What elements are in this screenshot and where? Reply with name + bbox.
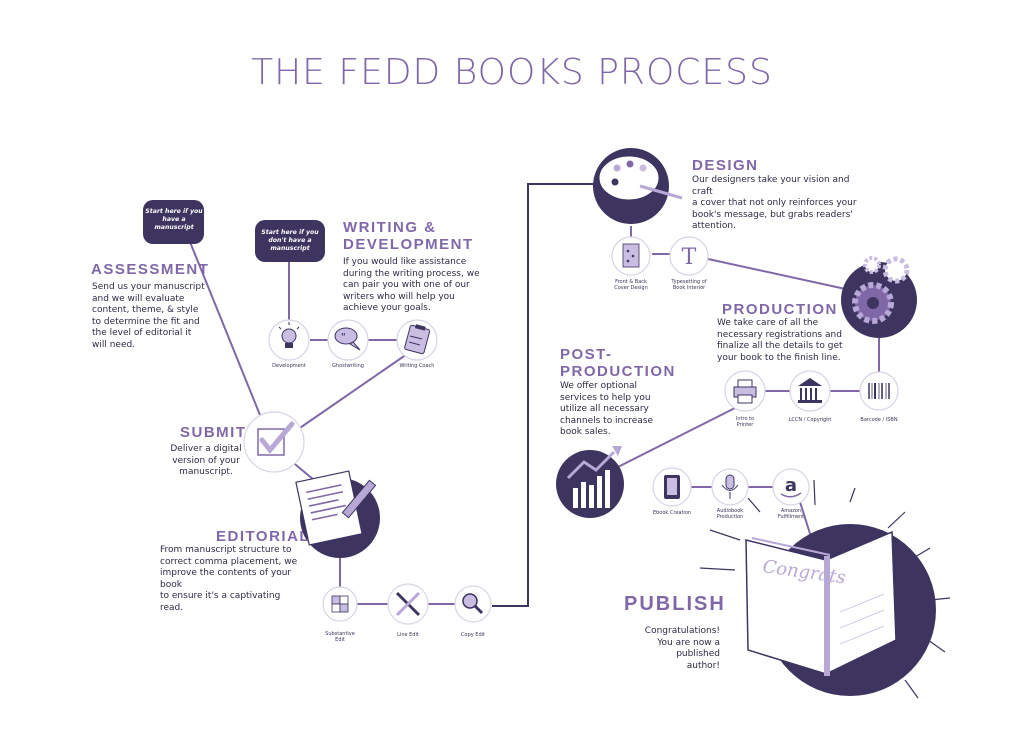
growth-chart-icon bbox=[556, 446, 624, 518]
barcode-icon bbox=[859, 371, 899, 411]
start-note-without-manuscript bbox=[255, 220, 325, 262]
tools-icon bbox=[387, 583, 429, 625]
magnifier-icon bbox=[454, 585, 492, 623]
checkmark-icon bbox=[243, 411, 305, 473]
manuscript-pen-icon bbox=[295, 470, 380, 558]
editorial-heading: EDITORIAL bbox=[216, 528, 311, 545]
step-ebook-label: Ebook Creation bbox=[652, 510, 692, 516]
production-heading: PRODUCTION bbox=[722, 301, 838, 318]
step-writing-coach-label: Writing Coach bbox=[399, 363, 435, 369]
step-ghostwriting-label: Ghostwriting bbox=[332, 363, 364, 369]
start-note-with-manuscript bbox=[143, 200, 204, 244]
svg-text:a: a bbox=[785, 475, 797, 496]
amazon-icon: a bbox=[772, 468, 810, 506]
page-title: THE FEDD BOOKS PROCESS bbox=[251, 52, 773, 93]
svg-text:": " bbox=[341, 333, 346, 343]
speech-bubble-icon: " bbox=[327, 319, 369, 361]
step-copy-edit-label: Copy Edit bbox=[461, 632, 485, 638]
gears-icon bbox=[841, 256, 917, 338]
cover-design-icon bbox=[611, 236, 651, 276]
typography-icon: T bbox=[669, 236, 709, 276]
palette-icon bbox=[593, 148, 683, 224]
design-heading: DESIGN bbox=[692, 157, 759, 174]
lightbulb-icon bbox=[268, 319, 310, 361]
printer-icon bbox=[724, 370, 766, 412]
step-development-label: Development bbox=[272, 363, 306, 369]
open-book-icon bbox=[699, 479, 951, 699]
design-body: Our designers take your vision and craft… bbox=[692, 175, 857, 231]
step-lccn-label: LCCN / Copyright bbox=[788, 417, 832, 423]
writing-heading: WRITING &DEVELOPMENT bbox=[343, 219, 474, 253]
post-production-heading: POST-PRODUCTION bbox=[560, 346, 676, 380]
step-line-edit-label: Line Edit bbox=[397, 632, 419, 638]
assessment-heading: ASSESSMENT bbox=[91, 261, 210, 278]
submit-heading: SUBMIT bbox=[180, 424, 247, 441]
puzzle-icon bbox=[322, 586, 358, 622]
library-icon bbox=[789, 370, 831, 412]
clipboard-icon bbox=[396, 319, 438, 361]
start-note-without-manuscript-text: Start here if you don't have a manuscrip… bbox=[261, 229, 319, 252]
step-isbn-label: Barcode / ISBN bbox=[860, 417, 898, 423]
microphone-icon bbox=[711, 468, 749, 506]
svg-text:T: T bbox=[682, 245, 697, 270]
start-note-with-manuscript-text: Start here if you have a manuscript bbox=[145, 208, 203, 231]
ebook-icon bbox=[652, 467, 692, 507]
publish-heading: PUBLISH bbox=[624, 593, 726, 615]
